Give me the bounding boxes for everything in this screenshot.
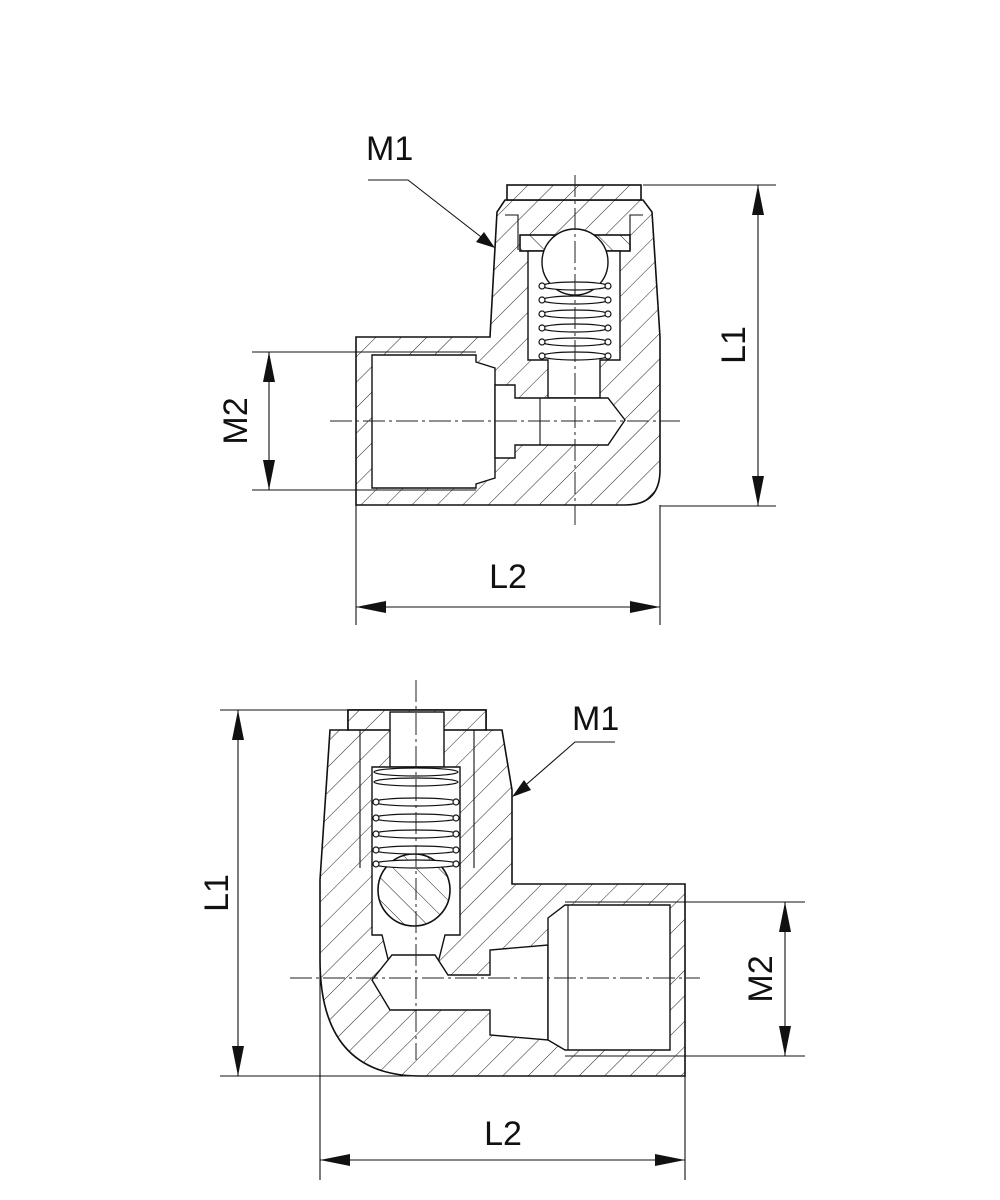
bottom-top-opening	[389, 711, 445, 768]
bottom-m1-label: M1	[572, 700, 619, 738]
top-cap	[506, 184, 642, 201]
bottom-m2-label: M2	[742, 955, 780, 1002]
top-spring	[538, 281, 612, 361]
bottom-m2-dimension: M2	[685, 901, 805, 1057]
top-m1-label: M1	[366, 130, 413, 168]
bottom-l1-dimension: L1	[198, 709, 420, 1077]
top-l1-dimension: L1	[643, 184, 776, 507]
bottom-l1-label: L1	[198, 874, 236, 912]
bottom-m1-callout: M1	[512, 700, 619, 797]
bottom-view: M1 L1 M2 L2	[198, 680, 805, 1180]
top-m2-dimension: M2	[217, 351, 362, 491]
top-view: M1 L1 M2 L2	[217, 130, 776, 625]
bottom-l2-label: L2	[484, 1115, 522, 1153]
top-m1-callout: M1	[366, 130, 495, 248]
top-passage	[494, 384, 626, 459]
top-l2-dimension: L2	[355, 505, 661, 625]
top-l2-label: L2	[489, 558, 527, 596]
bottom-l2-dimension: L2	[319, 960, 686, 1180]
top-l1-label: L1	[715, 326, 753, 364]
top-m2-label: M2	[217, 397, 255, 444]
